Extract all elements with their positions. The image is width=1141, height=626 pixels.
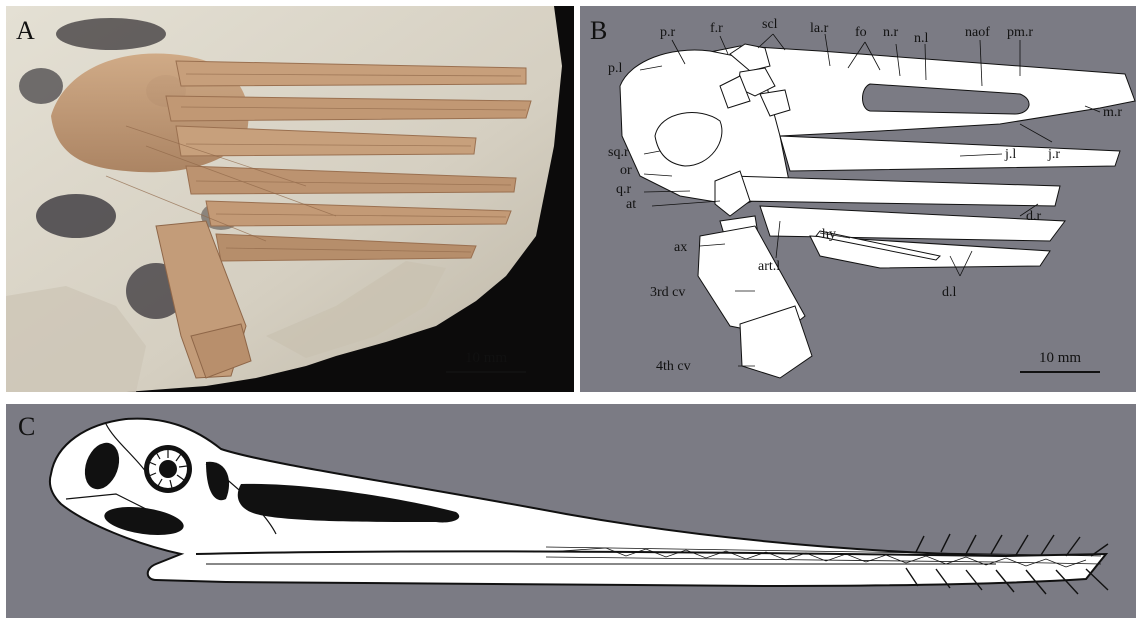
label-pm-r: pm.r <box>1007 25 1033 40</box>
panel-a-letter: A <box>16 18 35 44</box>
panel-b-drawing: p.r f.r scl la.r fo n.r n.l naof pm.r p.… <box>580 6 1136 392</box>
label-j-r: j.r <box>1047 147 1060 162</box>
skull-reconstruction <box>6 404 1136 618</box>
label-fo: fo <box>855 25 867 40</box>
label-4th-cv: 4th cv <box>656 359 691 374</box>
label-ax: ax <box>674 240 687 255</box>
label-scl: scl <box>762 17 778 32</box>
label-m-r: m.r <box>1103 105 1122 120</box>
label-f-r: f.r <box>710 21 723 36</box>
label-3rd-cv: 3rd cv <box>650 285 685 300</box>
skull-outline <box>620 44 1135 378</box>
scale-bar-b-label: 10 mm <box>1039 350 1081 366</box>
scale-bar-a-label: 10 mm <box>465 350 507 366</box>
label-sq-r: sq.r <box>608 145 629 160</box>
label-or: or <box>620 163 632 178</box>
panel-a-photo: 10 mm A <box>6 6 574 392</box>
panel-c-letter: C <box>18 414 35 440</box>
label-la-r: la.r <box>810 21 829 36</box>
label-d-r: d.r <box>1026 209 1042 224</box>
label-p-r: p.r <box>660 25 676 40</box>
label-at: at <box>626 197 636 212</box>
label-naof: naof <box>965 25 990 40</box>
label-q-r: q.r <box>616 182 632 197</box>
fossil-photo-illustration: 10 mm <box>6 6 574 392</box>
sclerotic-ring <box>144 445 192 493</box>
label-d-l: d.l <box>942 285 957 300</box>
label-art-l: art.l <box>758 259 780 274</box>
skull-line-drawing: p.r f.r scl la.r fo n.r n.l naof pm.r p.… <box>580 6 1136 392</box>
panel-c-reconstruction: C <box>6 404 1136 618</box>
panel-b-letter: B <box>590 18 607 44</box>
label-n-l: n.l <box>914 31 929 46</box>
label-n-r: n.r <box>883 25 899 40</box>
skull-body <box>50 419 1106 586</box>
label-hy: hy <box>822 227 836 242</box>
label-p-l: p.l <box>608 61 623 76</box>
label-j-l: j.l <box>1004 147 1016 162</box>
